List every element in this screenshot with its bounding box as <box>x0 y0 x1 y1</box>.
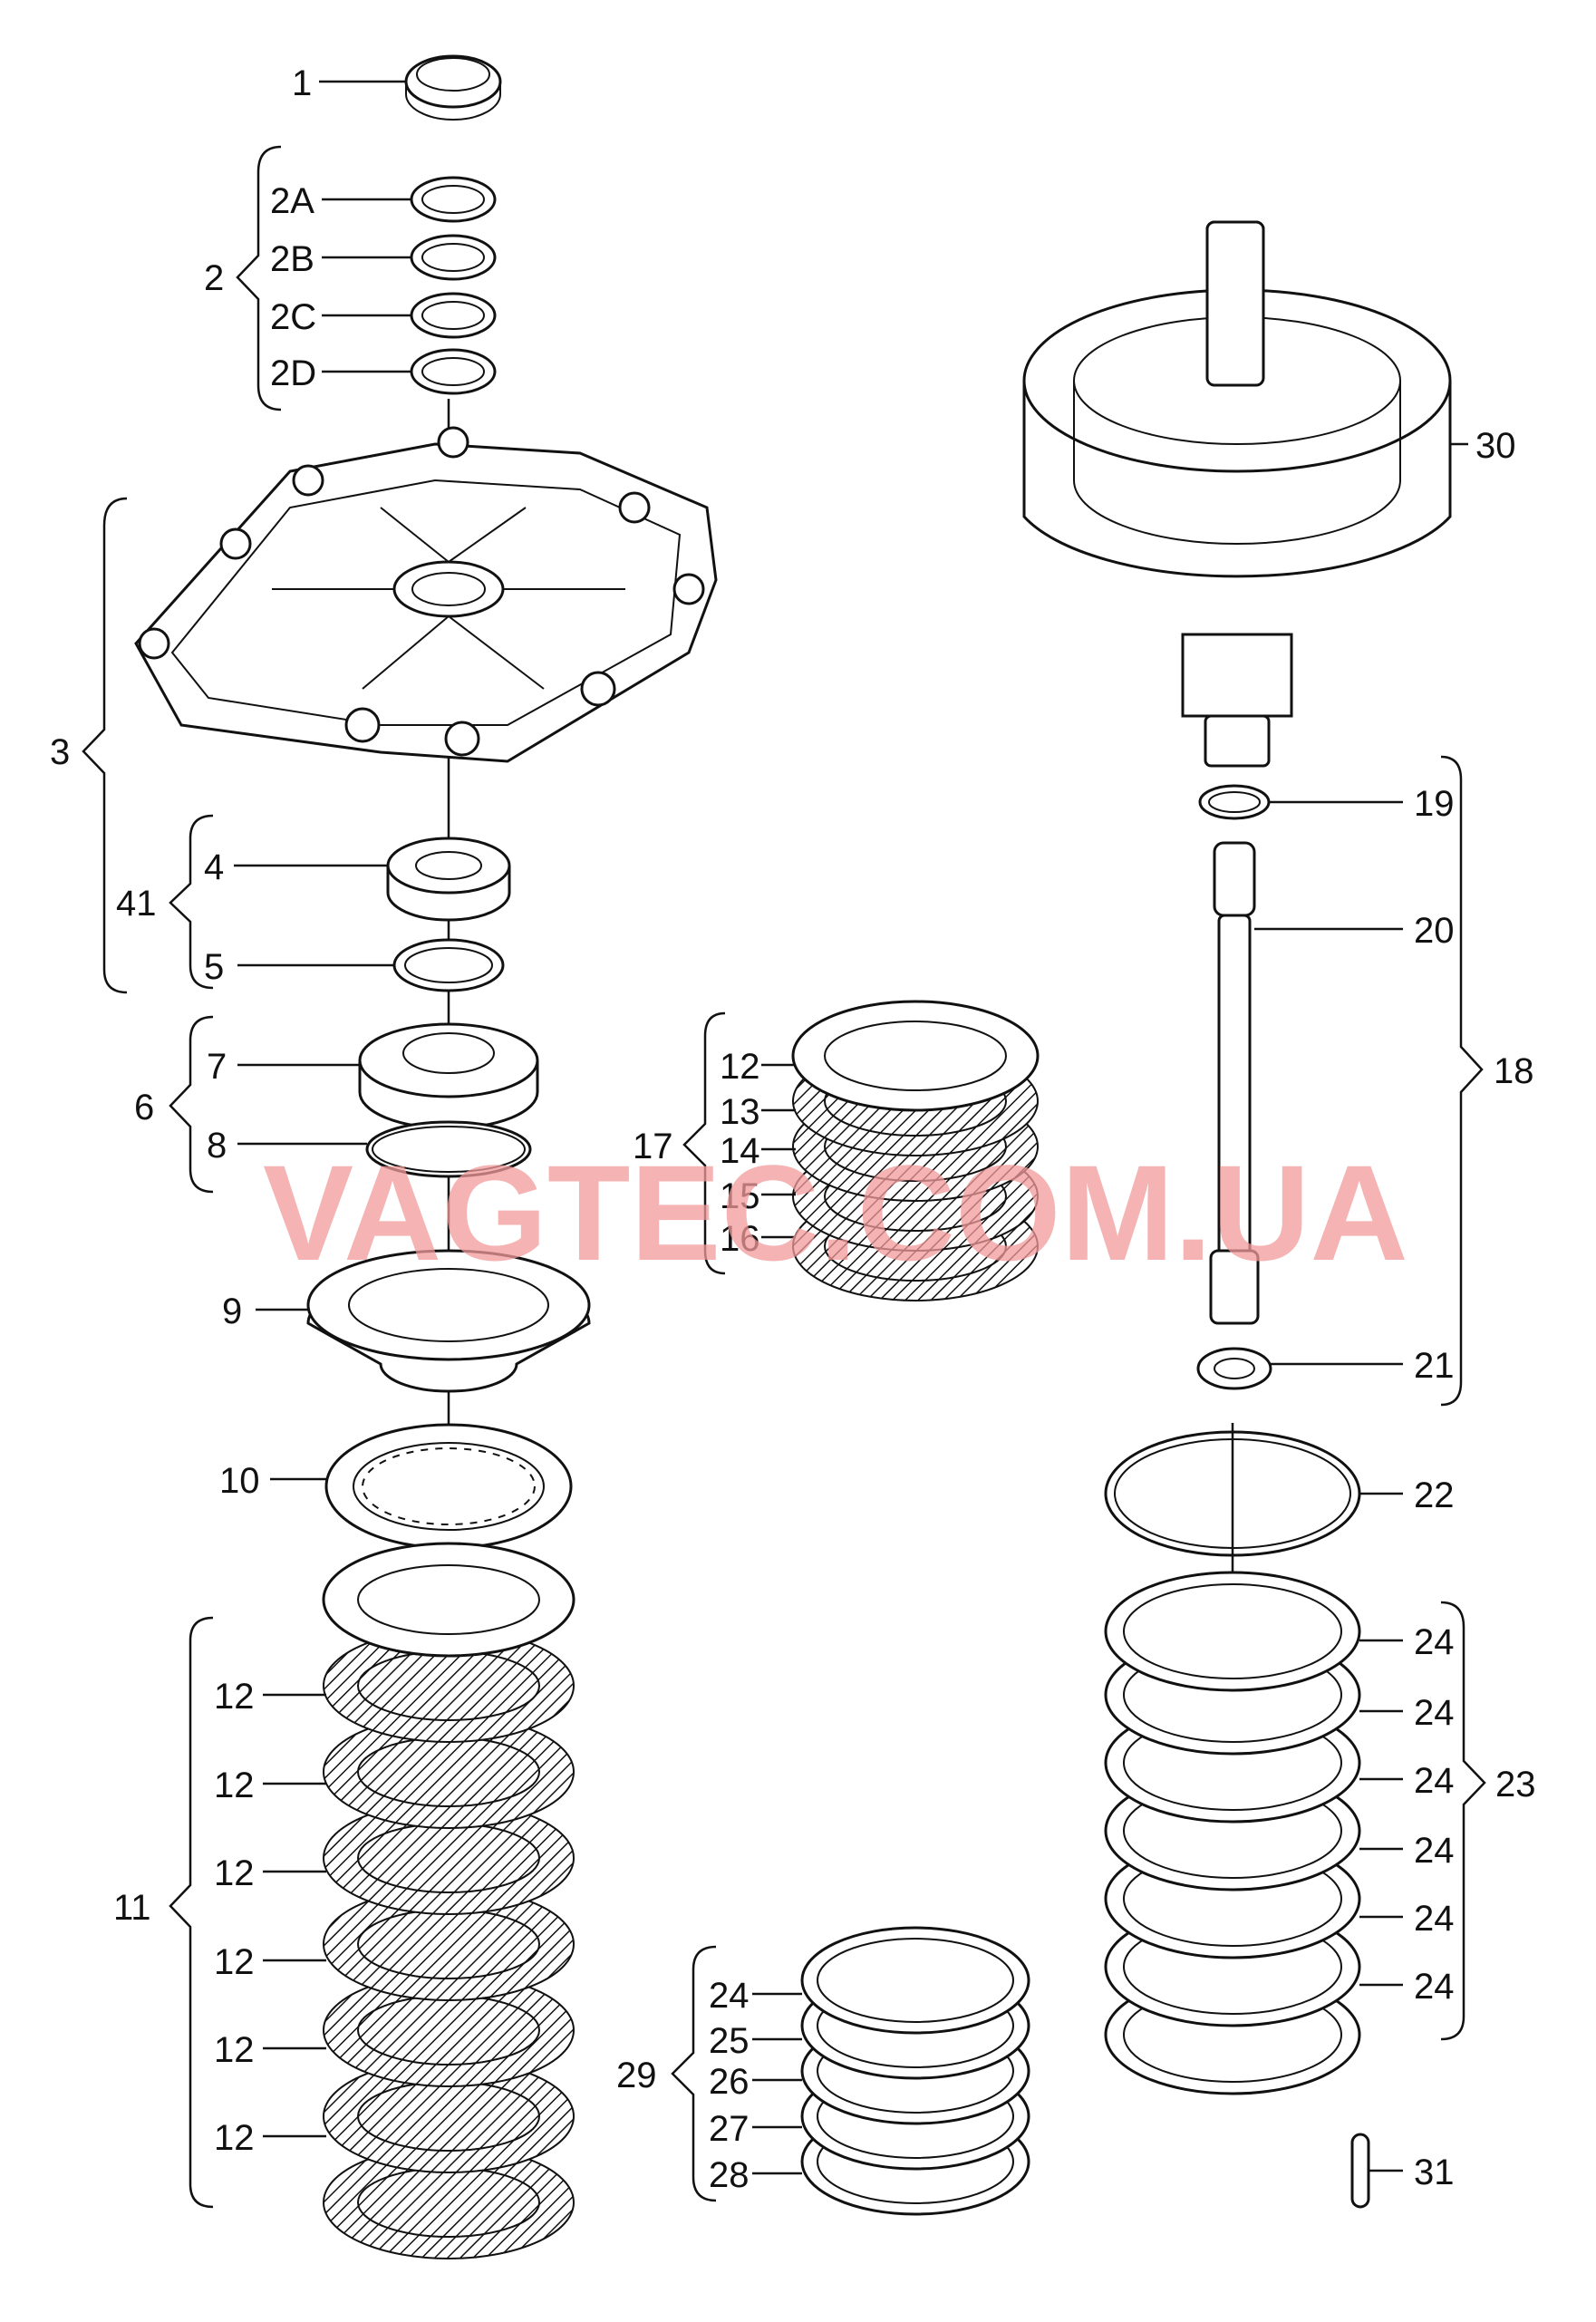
stack-23-clutch-pack <box>1104 1571 1361 2095</box>
callout-2d: 2D <box>270 353 316 393</box>
part-9-spring-cup <box>306 1249 591 1393</box>
callout-22: 22 <box>1414 1475 1455 1515</box>
callout-14: 14 <box>720 1131 760 1171</box>
callout-9: 9 <box>222 1292 242 1331</box>
callout-8: 8 <box>207 1126 227 1166</box>
callout-2a: 2A <box>270 181 314 221</box>
callout-11: 11 <box>113 1888 151 1928</box>
part-20-input-shaft <box>1209 841 1260 1325</box>
callout-12: 12 <box>214 1942 255 1982</box>
callout-26: 26 <box>709 2062 750 2102</box>
callout-19: 19 <box>1414 784 1455 824</box>
callout-23: 23 <box>1495 1765 1536 1804</box>
callout-12: 12 <box>214 2030 255 2070</box>
callout-12: 12 <box>720 1047 760 1087</box>
part-30-clutch-drum <box>1022 220 1452 768</box>
callout-12: 12 <box>214 2118 255 2158</box>
part-1-ring <box>404 54 502 121</box>
callout-12: 12 <box>214 1766 255 1805</box>
callout-5: 5 <box>204 947 224 987</box>
callout-3: 3 <box>50 732 70 772</box>
callout-4: 4 <box>204 847 224 887</box>
callout-10: 10 <box>219 1461 260 1501</box>
part-8-o-ring <box>365 1120 532 1178</box>
part-19-o-ring <box>1198 784 1271 820</box>
callout-7: 7 <box>207 1047 227 1087</box>
callout-2c: 2C <box>270 297 316 337</box>
callout-29: 29 <box>616 2056 657 2095</box>
callout-6: 6 <box>134 1088 154 1127</box>
callout-24: 24 <box>1414 1693 1455 1733</box>
callout-1: 1 <box>292 63 312 103</box>
part-10-steel-disc <box>324 1423 573 1550</box>
callout-15: 15 <box>720 1176 760 1216</box>
callout-24: 24 <box>1414 1761 1455 1801</box>
callout-24: 24 <box>1414 1899 1455 1939</box>
part-7-piston <box>358 1022 539 1130</box>
callout-24: 24 <box>709 1976 750 2016</box>
part-3-housing-cover <box>134 426 718 763</box>
callout-18: 18 <box>1494 1051 1534 1091</box>
callout-24: 24 <box>1414 1622 1455 1662</box>
part-4-bearing <box>386 837 511 922</box>
callout-27: 27 <box>709 2109 750 2149</box>
callout-2b: 2B <box>270 239 314 279</box>
callout-24: 24 <box>1414 1967 1455 2007</box>
callout-24: 24 <box>1414 1831 1455 1871</box>
callout-25: 25 <box>709 2021 750 2061</box>
group-braces <box>82 145 1486 2209</box>
part-31-pin <box>1350 2133 1370 2209</box>
stack-11-clutch-pack <box>322 1542 576 2259</box>
part-5-circlip <box>392 938 505 992</box>
callout-31: 31 <box>1414 2153 1455 2192</box>
callout-12: 12 <box>214 1853 255 1893</box>
callout-2: 2 <box>204 258 224 298</box>
callout-13: 13 <box>720 1092 760 1132</box>
callout-20: 20 <box>1414 911 1455 951</box>
callout-41: 41 <box>116 884 157 924</box>
callout-labels: 1 2A 2B 2C 2D 2 3 4 41 5 6 7 8 9 10 11 1… <box>50 63 1536 2195</box>
callout-16: 16 <box>720 1219 760 1259</box>
part-2-snap-rings <box>410 176 497 395</box>
callout-30: 30 <box>1475 426 1516 466</box>
part-21-washer <box>1196 1347 1272 1390</box>
stack-29-clutch-pack <box>800 1926 1030 2216</box>
callout-21: 21 <box>1414 1346 1455 1386</box>
watermark-text: VAGTEC.COM.UA <box>263 1137 1408 1289</box>
callout-12: 12 <box>214 1677 255 1717</box>
callout-17: 17 <box>633 1127 673 1166</box>
callout-28: 28 <box>709 2155 750 2195</box>
stack-17-clutch-pack <box>791 1000 1040 1301</box>
leader-lines <box>234 80 1468 2175</box>
